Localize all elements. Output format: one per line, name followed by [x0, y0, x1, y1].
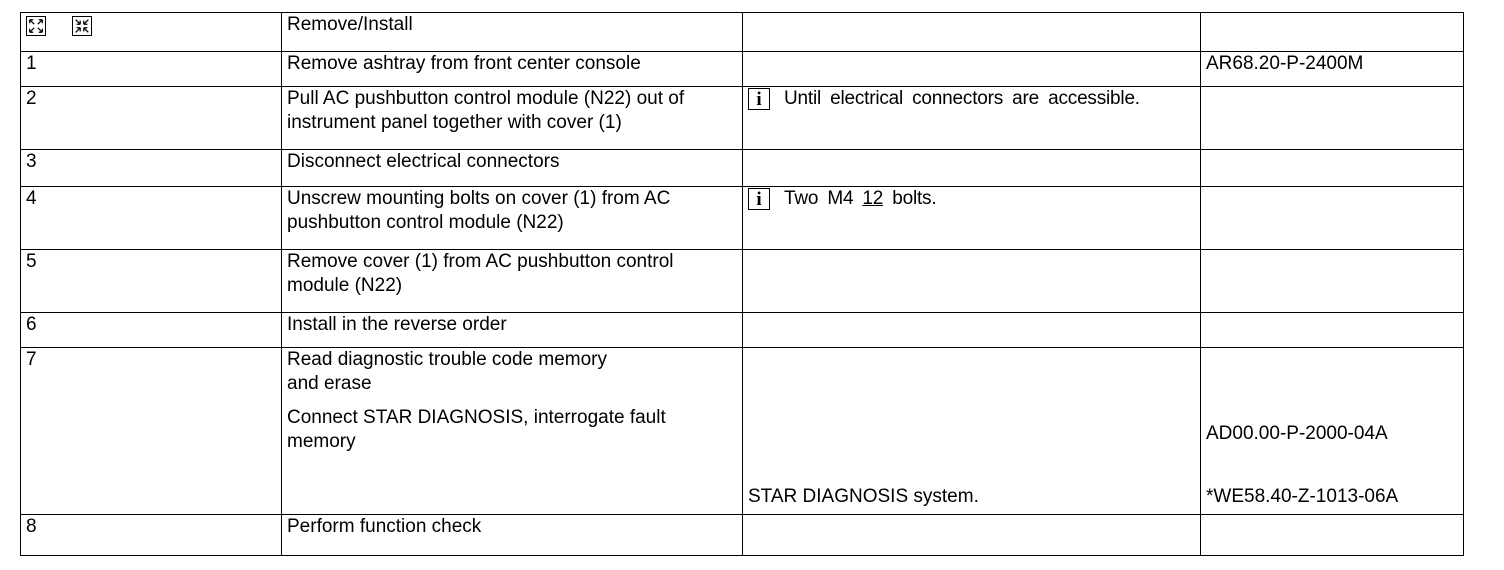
header-note-cell	[742, 12, 1201, 52]
table-row: 1 Remove ashtray from front center conso…	[20, 51, 1464, 87]
step-action: Remove ashtray from front center console	[281, 51, 743, 87]
step-sub-action: Connect STAR DIAGNOSIS, interrogate faul…	[287, 407, 666, 452]
step-number: 7	[20, 347, 282, 515]
step-number: 8	[20, 514, 282, 556]
header-row: Remove/Install	[20, 12, 1464, 52]
step-reference-link[interactable]: *WE58.40-Z-1013-06A	[1206, 486, 1399, 507]
step-number: 6	[20, 312, 282, 348]
step-note: STAR DIAGNOSIS system.	[742, 347, 1201, 515]
step-note: i Until electrical connectors are access…	[742, 86, 1201, 150]
step-number: 1	[20, 51, 282, 87]
step-action: Pull AC pushbutton control module (N22) …	[281, 86, 743, 150]
note-text: STAR DIAGNOSIS system.	[748, 486, 979, 507]
info-icon[interactable]: i	[748, 88, 770, 110]
table-row: 7 Read diagnostic trouble code memory an…	[20, 347, 1464, 515]
step-reference-link[interactable]: AR68.20-P-2400M	[1200, 51, 1464, 87]
note-text-size: 12	[862, 188, 884, 209]
table-row: 3 Disconnect electrical connectors	[20, 149, 1464, 187]
expand-icon[interactable]	[26, 16, 46, 36]
step-note	[742, 51, 1201, 87]
info-icon[interactable]: i	[748, 188, 770, 210]
step-reference: AD00.00-P-2000-04A *WE58.40-Z-1013-06A	[1200, 347, 1464, 515]
step-action: Read diagnostic trouble code memory and …	[281, 347, 743, 515]
note-text: Two M4 12 bolts.	[784, 188, 937, 212]
note-text-part: Two M4	[784, 188, 863, 209]
table-row: 8 Perform function check	[20, 514, 1464, 556]
step-reference	[1200, 149, 1464, 187]
step-reference-link[interactable]: AD00.00-P-2000-04A	[1206, 423, 1388, 444]
step-note: i Two M4 12 bolts.	[742, 186, 1201, 250]
note-text-part: bolts.	[883, 188, 937, 209]
step-action: Unscrew mounting bolts on cover (1) from…	[281, 186, 743, 250]
step-action: Disconnect electrical connectors	[281, 149, 743, 187]
step-note	[742, 249, 1201, 313]
step-reference	[1200, 86, 1464, 150]
step-action-line: and erase	[287, 373, 372, 394]
step-action: Install in the reverse order	[281, 312, 743, 348]
header-ref-cell	[1200, 12, 1464, 52]
header-icons-cell	[20, 12, 282, 52]
step-number: 4	[20, 186, 282, 250]
step-reference	[1200, 249, 1464, 313]
step-action: Remove cover (1) from AC pushbutton cont…	[281, 249, 743, 313]
step-reference	[1200, 186, 1464, 250]
step-number: 5	[20, 249, 282, 313]
table-row: 4 Unscrew mounting bolts on cover (1) fr…	[20, 186, 1464, 250]
table-row: 2 Pull AC pushbutton control module (N22…	[20, 86, 1464, 150]
step-reference	[1200, 514, 1464, 556]
table-row: 5 Remove cover (1) from AC pushbutton co…	[20, 249, 1464, 313]
header-title: Remove/Install	[281, 12, 743, 52]
step-number: 2	[20, 86, 282, 150]
step-note	[742, 149, 1201, 187]
note-text: Until electrical connectors are accessib…	[784, 88, 1140, 109]
table-row: 6 Install in the reverse order	[20, 312, 1464, 348]
procedure-table: Remove/Install 1 Remove ashtray from fro…	[20, 12, 1464, 556]
collapse-icon[interactable]	[72, 16, 92, 36]
step-note	[742, 312, 1201, 348]
step-reference	[1200, 312, 1464, 348]
step-action: Perform function check	[281, 514, 743, 556]
step-number: 3	[20, 149, 282, 187]
step-action-line: Read diagnostic trouble code memory	[287, 349, 608, 370]
step-note	[742, 514, 1201, 556]
